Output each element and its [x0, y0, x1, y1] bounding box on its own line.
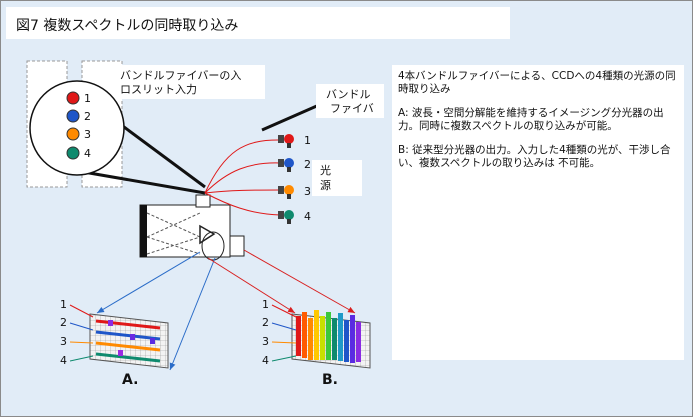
description-intro: 4本バンドルファイバーによる、CCDへの4種類の光源の同時取り込み	[398, 70, 676, 95]
bundle-fiber-line1: バンドル	[326, 88, 371, 101]
slit-caption-line2: ロスリット入力	[120, 83, 197, 96]
panel-b-label: B.	[322, 372, 338, 388]
slit-number-1: 1	[84, 92, 91, 105]
slit-caption-line1: バンドルファイバーの入	[120, 69, 242, 82]
light-source-1	[278, 134, 294, 148]
slit-magnified-circle	[29, 80, 125, 176]
spectrometer-body	[139, 204, 231, 258]
panel-b-number-2: 2	[262, 316, 269, 329]
input-slit	[195, 194, 211, 208]
arrow-to-b-2	[243, 249, 356, 314]
arrow-to-b-1	[207, 257, 296, 314]
arrow-to-a-1	[96, 251, 201, 314]
output-port	[229, 235, 245, 257]
slit-number-4: 4	[84, 147, 91, 160]
source-number-2: 2	[304, 158, 311, 171]
slit-fiber-3	[66, 127, 80, 141]
source-number-3: 3	[304, 185, 311, 198]
panel-b-number-3: 3	[262, 335, 269, 348]
description-box: 4本バンドルファイバーによる、CCDへの4種類の光源の同時取り込み A: 波長・…	[392, 65, 684, 360]
source-caption-box	[312, 160, 362, 196]
description-case-b: B: 従来型分光器の出力。入力した4種類の光が、干渉し合い、複数スペクトルの取り…	[398, 144, 671, 169]
panel-a-number-2: 2	[60, 316, 67, 329]
grating	[199, 224, 216, 245]
slit-fiber-4	[66, 146, 80, 160]
panel-a-number-1: 1	[60, 298, 67, 311]
output-lens	[201, 231, 225, 261]
spectrometer-mirror-left	[140, 205, 147, 257]
bundle-fiber-line2: ファイバ	[330, 102, 374, 115]
light-source-line1: 光	[320, 164, 331, 177]
panel-a-label: A.	[122, 372, 139, 388]
slit-number-2: 2	[84, 110, 91, 123]
light-source-line2: 源	[320, 179, 331, 192]
panel-a-number-3: 3	[60, 335, 67, 348]
panel-a-number-4: 4	[60, 354, 67, 367]
source-number-1: 1	[304, 134, 311, 147]
arrow-to-a-2	[169, 257, 216, 371]
source-number-4: 4	[304, 210, 311, 223]
description-case-a: A: 波長・空間分解能を維持するイメージング分光器の出力。同時に複数スペクトルの…	[398, 107, 664, 132]
figure-title: 図7 複数スペクトルの同時取り込み	[16, 18, 239, 34]
slit-caption-box	[115, 65, 265, 99]
panel-b-number-4: 4	[262, 354, 269, 367]
title-box: 図7 複数スペクトルの同時取り込み	[6, 7, 510, 39]
light-source-2	[278, 158, 294, 172]
panel-b-number-1: 1	[262, 298, 269, 311]
projection-line-bottom	[71, 168, 206, 195]
slit-fiber-1	[66, 91, 80, 105]
bundle-caption-box	[316, 84, 384, 118]
slit-fiber-2	[66, 109, 80, 123]
ccd-panel-b	[291, 310, 371, 369]
light-source-4	[278, 210, 294, 224]
slit-number-3: 3	[84, 128, 91, 141]
light-source-3	[278, 185, 294, 199]
ccd-panel-a	[89, 313, 169, 369]
description-text: 4本バンドルファイバーによる、CCDへの4種類の光源の同時取り込み A: 波長・…	[398, 70, 678, 181]
